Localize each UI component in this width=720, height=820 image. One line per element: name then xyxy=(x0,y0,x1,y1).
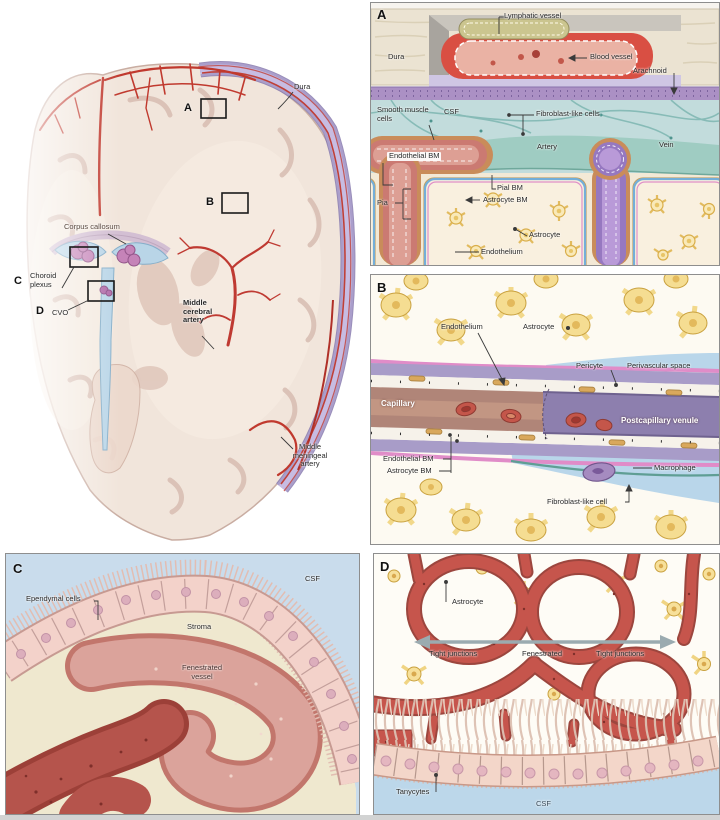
label-smooth-muscle-cells: Smooth muscle cells xyxy=(377,105,429,123)
label-dura-a: Dura xyxy=(388,52,405,61)
label-tanycytes: Tanycytes xyxy=(396,787,430,796)
label-arachnoid: Arachnoid xyxy=(633,66,667,75)
panel-d-marker: D xyxy=(380,559,390,574)
label-artery: Artery xyxy=(537,142,558,151)
label-endothelium-a: Endothelium xyxy=(481,247,523,256)
label-astrocyte-bm-b: Astrocyte BM xyxy=(387,466,432,475)
label-perivascular-space: Perivascular space xyxy=(627,361,691,370)
label-tight-junctions-right: Tight junctions xyxy=(596,649,645,658)
label-blood-vessel: Blood vessel xyxy=(590,52,633,61)
brain-marker-d: D xyxy=(36,305,44,317)
brain-marker-c: C xyxy=(14,275,22,287)
label-choroid-plexus: Choroid plexus xyxy=(30,271,57,289)
label-capillary: Capillary xyxy=(381,399,415,408)
label-lymphatic-vessel: Lymphatic vessel xyxy=(504,11,562,20)
label-fibroblast-like-cell: Fibroblast-like cell xyxy=(547,497,608,506)
label-csf-a: CSF xyxy=(444,107,459,116)
label-csf-d: CSF xyxy=(536,799,551,808)
label-astrocyte-bm-a: Astrocyte BM xyxy=(483,195,528,204)
label-postcapillary-venule: Postcapillary venule xyxy=(621,416,699,425)
panel-c-marker: C xyxy=(13,561,23,576)
label-astrocyte-b: Astrocyte xyxy=(523,322,555,331)
panel-b: B Endothelium Astrocyte Pericyte Perivas… xyxy=(370,274,720,545)
label-middle-meningeal-artery: Middle meningeal artery xyxy=(292,442,328,469)
label-astrocyte-a: Astrocyte xyxy=(529,230,561,239)
label-endothelial-bm-b: Endothelial BM xyxy=(383,454,434,463)
brain-illustration xyxy=(0,55,356,548)
panel-b-marker: B xyxy=(377,280,387,295)
label-pia: Pia xyxy=(377,198,388,207)
label-fenestrated-vessel: Fenestrated vessel xyxy=(181,663,223,681)
label-stroma: Stroma xyxy=(187,622,212,631)
label-endothelial-bm-a: Endothelial BM xyxy=(387,151,442,161)
label-middle-cerebral-artery: Middle cerebral artery xyxy=(183,298,213,325)
brain-marker-a: A xyxy=(184,102,192,114)
panel-a-marker: A xyxy=(377,7,387,22)
label-tight-junctions-left: Tight junctions xyxy=(429,649,478,658)
panel-d: D Astrocyte Tight junctions Fenestrated … xyxy=(373,553,720,815)
label-corpus-callosum: Corpus callosum xyxy=(64,222,120,231)
panel-a: A Lymphatic vessel Dura Blood vessel Ara… xyxy=(370,2,720,266)
label-fibroblast-like-cells: Fibroblast-like cells xyxy=(536,109,600,118)
bottom-edge xyxy=(0,815,720,820)
label-brain-dura: Dura xyxy=(294,82,311,91)
label-endothelium-b: Endothelium xyxy=(441,322,483,331)
label-csf-c: CSF xyxy=(305,574,320,583)
brain-overview: A B C D Dura Corpus callosum Choroid ple… xyxy=(0,0,362,548)
label-pericyte: Pericyte xyxy=(576,361,604,370)
label-cvo: CVO xyxy=(52,308,69,317)
label-ependymal-cells: Ependymal cells xyxy=(26,594,81,603)
label-astrocyte-d: Astrocyte xyxy=(452,597,484,606)
brain-marker-b: B xyxy=(206,196,214,208)
label-fenestrated: Fenestrated xyxy=(522,649,563,658)
label-pial-bm: Pial BM xyxy=(497,183,523,192)
label-vein: Vein xyxy=(659,140,674,149)
panel-c: C Ependymal cells CSF Stroma Fenestrated… xyxy=(5,553,360,815)
label-macrophage: Macrophage xyxy=(654,463,696,472)
